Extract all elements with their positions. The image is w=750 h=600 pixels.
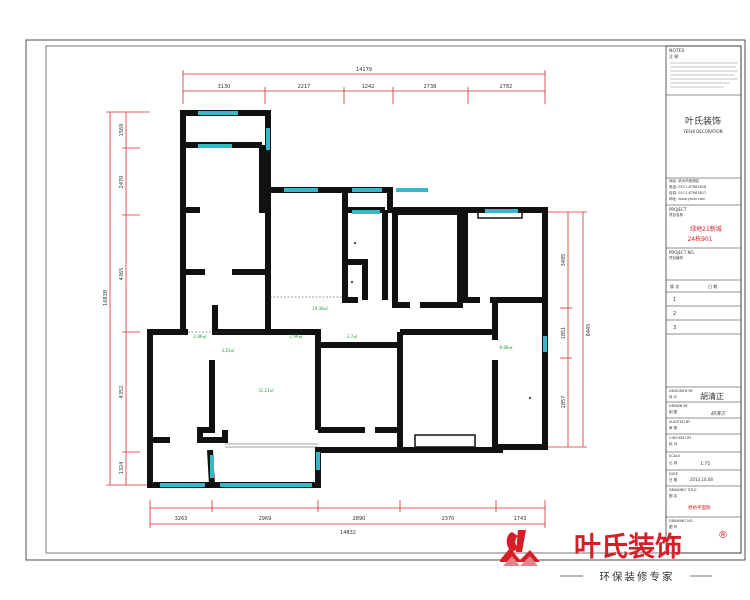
contact-line: 传真: 0571-87983817 (669, 190, 706, 195)
drawn-by-label: DRAWN BY (669, 404, 689, 408)
scale-value: 1:75 (700, 461, 710, 467)
project-label: PROJECT (669, 207, 687, 212)
interior-wall (392, 210, 410, 308)
company-en: YESHI DECORATION (682, 129, 722, 134)
date-label: DATE (669, 472, 678, 476)
notes-heading: NOTES (669, 48, 685, 54)
designed-by-label: DESIGNED BY (669, 389, 694, 393)
room-area-label: 2.86㎡ (194, 333, 207, 339)
dim-bottom-seg: 2370 (442, 516, 455, 522)
dim-top-seg: 1242 (362, 84, 375, 90)
room-labels: 10.38㎡ 2.86㎡ 3.23㎡ 1.99㎡ 3.7㎡ 8.88㎡ 31.2… (194, 305, 513, 393)
room-area-label: 3.23㎡ (222, 347, 235, 353)
drawing-no-label: DRAWING NO. (669, 519, 693, 523)
project-sub: 项目名称 (669, 212, 683, 217)
dim-top-seg: 2782 (500, 84, 513, 90)
interior-wall (395, 209, 463, 308)
dim-top-seg: 2738 (424, 84, 437, 90)
date-value: 2013.10.08 (690, 477, 713, 482)
drain-marker (528, 396, 532, 400)
interior-wall (268, 329, 400, 348)
audited-by-label: AUDITED BY (669, 420, 691, 424)
logo-text: 叶氏装饰 (574, 532, 682, 563)
interior-wall (180, 145, 200, 213)
contact-line: 网址: www.yeshi.com (669, 196, 706, 201)
dim-top-seg: 3130 (218, 84, 231, 90)
drawing-no-sub: 图 号 (669, 524, 678, 529)
company-name: 叶氏装饰 (685, 115, 721, 127)
brand-logo: 叶氏装饰 ® 环保装修专家 (500, 530, 728, 583)
rev-row: 1 (673, 297, 676, 303)
drain-marker (350, 280, 354, 284)
dim-right-seg: 2857 (561, 396, 567, 409)
dim-right-overall: 8445 (586, 324, 592, 337)
checked-by-label: CHECKED BY (669, 436, 692, 440)
designed-by-sub: 设 计 (669, 394, 678, 399)
dim-top-overall: 14179 (356, 67, 372, 73)
contact-line: 地址: 杭州市西湖区 (669, 178, 700, 183)
dim-bottom-seg: 1743 (514, 516, 527, 522)
dim-left-seg: 1324 (119, 462, 125, 475)
outer-border (25, 39, 746, 561)
floor-plan (147, 110, 548, 488)
room-area-label: 3.7㎡ (347, 333, 357, 339)
checked-by-sub: 校 对 (669, 441, 678, 446)
room-area-label: 8.88㎡ (500, 344, 513, 350)
date-sub: 日 期 (669, 477, 678, 482)
dim-left-overall: 16838 (103, 290, 109, 306)
logo-tagline: 环保装修专家 (600, 570, 675, 583)
dim-top-seg: 2217 (298, 84, 311, 90)
interior-wall (342, 210, 358, 303)
interior-wall (180, 305, 268, 335)
drawing-title-sub: 图 名 (669, 493, 677, 498)
drawn-by-signature: 胡清正 (710, 410, 726, 417)
dim-bottom-seg: 2969 (259, 516, 272, 522)
drawn-by-sub: 制 图 (669, 409, 678, 414)
dim-left-seg: 4352 (119, 386, 125, 399)
drawing-title: 原始平面图 (688, 504, 711, 511)
bay-window (477, 207, 523, 219)
exterior-walls (147, 110, 548, 488)
rev-row: 2 (673, 311, 676, 317)
project-name: 绿地21新城 (690, 225, 722, 233)
dim-bottom-overall: 14832 (340, 530, 356, 536)
audited-by-sub: 审 核 (669, 425, 678, 430)
dim-left-seg: 1569 (119, 124, 125, 137)
notes-sub: 注 释: (669, 53, 680, 59)
notes-text (670, 62, 738, 88)
interior-wall (197, 360, 228, 443)
rev-header: 版 次 (670, 283, 679, 289)
dim-left-seg: 4365 (119, 268, 125, 281)
project-unit: 24栋901 (687, 235, 712, 243)
designer-name: 胡清正 (700, 391, 724, 401)
room-area-label: 1.99㎡ (290, 333, 303, 339)
dimension-lines (106, 70, 587, 528)
dim-bottom-seg: 3263 (175, 516, 188, 522)
dim-left-seg: 2470 (119, 176, 125, 189)
logo-mark-icon (500, 530, 540, 566)
dim-right-seg: 1851 (561, 327, 567, 340)
interior-wall (462, 210, 480, 303)
room-area-label: 10.38㎡ (312, 305, 327, 311)
registered-mark: ® (718, 530, 728, 541)
dim-right-seg: 3495 (561, 254, 567, 267)
bay-window (414, 434, 476, 448)
dim-bottom-seg: 2890 (353, 516, 366, 522)
rev-header: 日 期 (708, 283, 717, 289)
scale-label: SCALE (669, 454, 680, 458)
project-no-label: PROJECT NO. (669, 250, 695, 255)
project-no-sub: 项目编号 (669, 255, 683, 260)
contact-line: 电话: 0571-87983818 (669, 184, 706, 189)
drawing-title-label: DRAWING TITLE (669, 488, 697, 492)
interior-wall (345, 259, 368, 300)
dimension-labels: 14179 3130 2217 1242 2738 2782 16838 156… (103, 67, 592, 536)
rev-row: 3 (673, 325, 676, 331)
title-block: NOTES 注 释: 叶氏装饰 YESHI DECORATION 地址: 杭州市… (665, 45, 742, 554)
drain-marker (353, 241, 357, 245)
room-area-label: 31.21㎡ (258, 387, 273, 393)
scale-sub: 比 例 (669, 460, 678, 465)
